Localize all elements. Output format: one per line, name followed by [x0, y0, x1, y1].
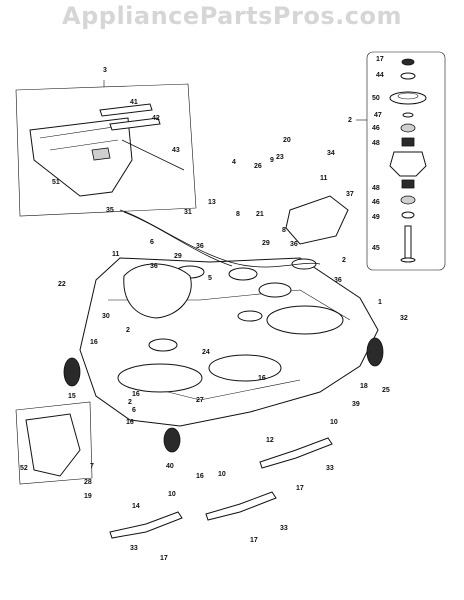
callout-2d: 2 — [128, 399, 132, 406]
callout-36d: 36 — [334, 277, 342, 284]
callout-5: 5 — [208, 275, 212, 282]
callout-29b: 29 — [174, 253, 182, 260]
callout-37: 37 — [346, 191, 354, 198]
callout-39: 39 — [352, 401, 360, 408]
callout-16b: 16 — [258, 375, 266, 382]
callout-16c: 16 — [132, 391, 140, 398]
callout-12: 12 — [266, 437, 274, 444]
callout-8a: 8 — [236, 211, 240, 218]
callout-33b: 33 — [280, 525, 288, 532]
callout-3: 3 — [103, 67, 107, 74]
callout-14: 14 — [132, 503, 140, 510]
callout-52: 52 — [20, 465, 28, 472]
callout-2b: 2 — [342, 257, 346, 264]
callout-26: 26 — [254, 163, 262, 170]
callout-6a: 6 — [150, 239, 154, 246]
deck-housing — [63, 195, 384, 453]
callout-33c: 33 — [130, 545, 138, 552]
callout-19: 19 — [84, 493, 92, 500]
callout-46b: 46 — [372, 199, 380, 206]
callout-13: 13 — [208, 199, 216, 206]
callout-34: 34 — [327, 150, 335, 157]
watermark: AppliancePartsPros.com — [62, 2, 402, 30]
callout-4: 4 — [232, 159, 236, 166]
callout-47: 47 — [374, 112, 382, 119]
callout-9: 9 — [270, 157, 274, 164]
callout-2c: 2 — [126, 327, 130, 334]
callout-17a: 17 — [376, 56, 384, 63]
blades — [109, 437, 333, 539]
inset-mulch-kit — [15, 80, 197, 217]
callout-36b: 36 — [290, 241, 298, 248]
callout-44: 44 — [376, 72, 384, 79]
callout-20: 20 — [283, 137, 291, 144]
callout-48b: 48 — [372, 185, 380, 192]
callout-51: 51 — [52, 179, 60, 186]
callout-40: 40 — [166, 463, 174, 470]
callout-24: 24 — [202, 349, 210, 356]
callout-50: 50 — [372, 95, 380, 102]
spindle-assembly-inset — [356, 51, 446, 271]
callout-11a: 11 — [320, 175, 328, 182]
callout-16a: 16 — [90, 339, 98, 346]
callout-42: 42 — [152, 115, 160, 122]
callout-15: 15 — [68, 393, 76, 400]
callout-32: 32 — [400, 315, 408, 322]
callout-27: 27 — [196, 397, 204, 404]
callout-45: 45 — [372, 245, 380, 252]
callout-2a: 2 — [348, 117, 352, 124]
callout-29a: 29 — [262, 240, 270, 247]
callout-36c: 36 — [150, 263, 158, 270]
callout-48a: 48 — [372, 140, 380, 147]
callout-17b: 17 — [296, 485, 304, 492]
callout-21: 21 — [256, 211, 264, 218]
callout-18: 18 — [360, 383, 368, 390]
callout-labels: 3 41 42 43 51 17 44 50 47 2 46 48 48 46 … — [20, 56, 408, 562]
callout-8b: 8 — [282, 227, 286, 234]
callout-46a: 46 — [372, 125, 380, 132]
callout-36a: 36 — [196, 243, 204, 250]
callout-10b: 10 — [218, 471, 226, 478]
callout-7: 7 — [90, 463, 94, 470]
inset-deflector — [15, 401, 93, 485]
callout-28: 28 — [84, 479, 92, 486]
callout-10c: 10 — [168, 491, 176, 498]
callout-16d: 16 — [126, 419, 134, 426]
callout-33a: 33 — [326, 465, 334, 472]
callout-31: 31 — [184, 209, 192, 216]
callout-1: 1 — [378, 299, 382, 306]
callout-35: 35 — [106, 207, 114, 214]
callout-49: 49 — [372, 214, 380, 221]
callout-22: 22 — [58, 281, 66, 288]
callout-17c: 17 — [250, 537, 258, 544]
callout-6b: 6 — [132, 407, 136, 414]
callout-17d: 17 — [160, 555, 168, 562]
callout-41: 41 — [130, 99, 138, 106]
callout-25: 25 — [382, 387, 390, 394]
callout-10a: 10 — [330, 419, 338, 426]
callout-11b: 11 — [112, 251, 120, 258]
callout-23: 23 — [276, 154, 284, 161]
callout-16e: 16 — [196, 473, 204, 480]
callout-43: 43 — [172, 147, 180, 154]
callout-30: 30 — [102, 313, 110, 320]
